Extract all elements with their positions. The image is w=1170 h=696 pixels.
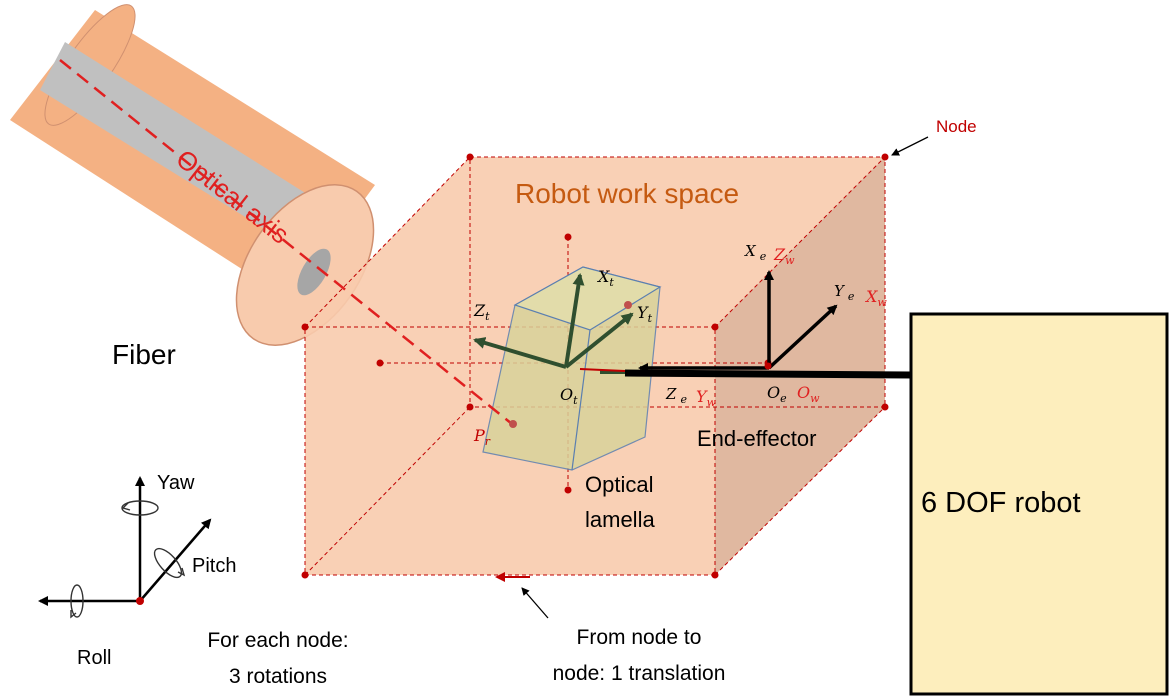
translation-caption-line1: From node to: [577, 626, 702, 649]
zt-arrow: [473, 337, 567, 369]
translation-caption-line2: node: 1 translation: [553, 662, 726, 685]
end-effector-shaft: [624, 369, 913, 379]
xt-arrow: [564, 273, 585, 368]
yt-arrow: [564, 312, 634, 369]
lamella-label-line2: lamella: [585, 507, 655, 532]
fiber-core: [40, 42, 345, 262]
math-xw: Xw: [864, 287, 887, 309]
pitch-axis: [139, 518, 212, 602]
workspace-nodes: [301, 153, 889, 579]
lamella-label-line1: Optical: [585, 472, 653, 497]
node-point: [466, 403, 474, 411]
node-point: [881, 153, 889, 161]
pitch-label: Pitch: [192, 555, 236, 577]
math-yt: Yt: [637, 303, 653, 325]
node-point: [376, 359, 384, 367]
node-label: Node: [936, 117, 977, 136]
math-oe: Oe: [767, 383, 787, 405]
node-point: [564, 486, 572, 494]
pr-point: [509, 420, 517, 428]
roll-rotation-icon: [70, 584, 84, 618]
node-point: [711, 571, 719, 579]
yaw-label: Yaw: [157, 472, 195, 494]
node-point: [564, 233, 572, 241]
roll-arrowhead-icon: [70, 610, 77, 619]
yt-point: [624, 301, 632, 309]
optical-lamella: [482, 266, 662, 471]
math-yw: Yw: [696, 387, 717, 409]
robot-label: 6 DOF robot: [921, 487, 1081, 519]
end-effector-label: End-effector: [697, 426, 816, 451]
translation-callout-arrow: [521, 587, 549, 619]
math-zt: Zt: [473, 301, 490, 323]
math-zw: Zw: [773, 245, 795, 267]
pitch-arrowhead-icon: [177, 567, 186, 577]
workspace-side-face: [715, 157, 885, 575]
math-pr: Pr: [473, 426, 491, 448]
roll-label: Roll: [77, 647, 111, 669]
yaw-rotation-icon: [121, 500, 159, 516]
math-xt: Xt: [596, 267, 614, 289]
rotations-caption-line2: 3 rotations: [229, 665, 327, 688]
gizmo-origin: [136, 597, 144, 605]
rotation-gizmo: [38, 476, 212, 619]
lamella-edge: [571, 329, 591, 471]
node-callout-arrow: [891, 136, 929, 156]
fiber-core-face: [297, 248, 331, 296]
node-point: [466, 153, 474, 161]
tool-frame: [473, 273, 634, 374]
fiber-label: Fiber: [112, 339, 176, 370]
math-ow: Ow: [797, 383, 820, 405]
pitch-rotation-icon: [153, 547, 183, 579]
yaw-arrowhead-icon: [121, 502, 131, 511]
workspace-title: Robot work space: [515, 178, 739, 209]
lamella-top-face: [513, 266, 662, 331]
math-ot: Ot: [560, 385, 578, 407]
ye-arrow: [767, 304, 838, 370]
node-point: [301, 571, 309, 579]
node-point: [301, 323, 309, 331]
end-effector-frame: [638, 270, 838, 373]
node-point: [881, 403, 889, 411]
rotations-caption-line1: For each node:: [207, 629, 348, 652]
fiber: [10, 4, 375, 346]
shaft-red-segment: [579, 368, 626, 372]
optical-axis-line: [59, 59, 513, 425]
origin-point: [764, 362, 772, 370]
robot-box: [909, 312, 1169, 696]
node-point: [711, 323, 719, 331]
